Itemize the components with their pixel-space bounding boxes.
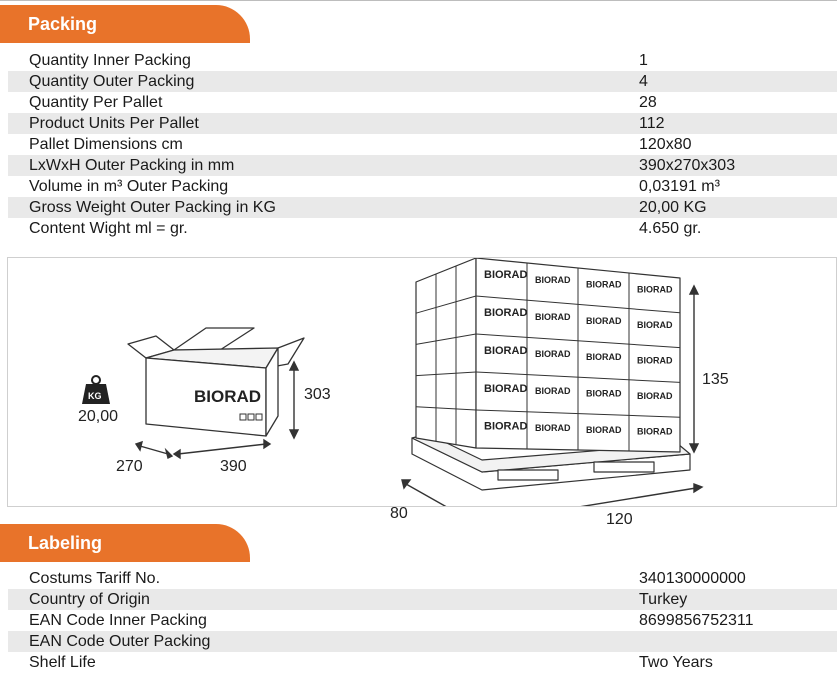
- carton-brand-logo: BIORAD: [484, 421, 527, 433]
- table-row: Country of Origin Turkey: [8, 589, 837, 610]
- pallet-depth-arrow: [405, 483, 447, 506]
- table-row: Shelf Life Two Years: [8, 652, 837, 673]
- carton-divider: [415, 371, 477, 377]
- carton-divider: [415, 406, 477, 411]
- carton-divider: [475, 295, 681, 314]
- carton-brand-logo: BIORAD: [535, 423, 571, 433]
- weight-unit-label: KG: [88, 391, 102, 401]
- pallet-length-label: 120: [606, 511, 633, 528]
- table-row: Volume in m³ Outer Packing 0,03191 m³: [8, 176, 837, 197]
- row-label: Content Wight ml = gr.: [29, 220, 188, 237]
- table-row: Content Wight ml = gr. 4.650 gr.: [8, 218, 837, 239]
- row-label: EAN Code Outer Packing: [29, 633, 211, 650]
- labeling-table: Costums Tariff No. 340130000000 Country o…: [8, 568, 837, 673]
- row-label: Quantity Outer Packing: [29, 73, 195, 90]
- weight-value: 20,00: [78, 408, 119, 425]
- table-row: Gross Weight Outer Packing in KG 20,00 KG: [8, 197, 837, 218]
- section-tab-labeling: Labeling: [0, 524, 250, 562]
- row-value: 8699856752311: [639, 612, 754, 629]
- pallet-stack-side: [415, 258, 477, 449]
- pallet-length-arrow: [580, 487, 697, 506]
- row-value: 120x80: [639, 136, 692, 153]
- row-label: Product Units Per Pallet: [29, 115, 199, 132]
- carton-divider: [415, 333, 477, 345]
- carton-brand-logo: BIORAD: [637, 320, 673, 330]
- pallet-drawing: BIORAD BIORAD BIORAD BIORAD BIORAD BIORAD BIOR…: [401, 258, 704, 506]
- row-value: Turkey: [639, 591, 688, 608]
- row-label: Gross Weight Outer Packing in KG: [29, 199, 276, 216]
- carton-brand-logo: BIORAD: [586, 280, 622, 290]
- row-label: Country of Origin: [29, 591, 150, 608]
- carton-brand-logo: BIORAD: [586, 388, 622, 398]
- row-value: 390x270x303: [639, 157, 736, 174]
- row-value: 1: [639, 52, 648, 69]
- section-tab-packing: Packing: [0, 5, 250, 43]
- row-value: 28: [639, 94, 657, 111]
- carton-divider: [415, 295, 477, 314]
- box-symbol-icon: [255, 413, 263, 421]
- carton-divider: [475, 371, 681, 383]
- box-flap-back: [173, 327, 255, 351]
- row-value: 112: [639, 115, 665, 132]
- box-brand-logo: BIORAD: [194, 387, 261, 406]
- carton-brand-logo: BIORAD: [637, 284, 673, 294]
- row-label: EAN Code Inner Packing: [29, 612, 207, 629]
- carton-brand-logo: BIORAD: [484, 307, 527, 319]
- carton-brand-logo: BIORAD: [586, 352, 622, 362]
- row-label: Volume in m³ Outer Packing: [29, 178, 229, 195]
- carton-brand-logo: BIORAD: [535, 386, 571, 396]
- carton-brand-logo: BIORAD: [637, 355, 673, 365]
- table-row: LxWxH Outer Packing in mm 390x270x303: [8, 155, 837, 176]
- carton-brand-logo: BIORAD: [484, 383, 527, 395]
- packing-table: Quantity Inner Packing 1 Quantity Outer P…: [8, 50, 837, 239]
- table-row: Quantity Per Pallet 28: [8, 92, 837, 113]
- row-value: 4.650 gr.: [639, 220, 702, 237]
- top-divider: [0, 0, 837, 1]
- carton-divider: [475, 333, 681, 349]
- row-value: 0,03191 m³: [639, 178, 720, 195]
- table-row: EAN Code Outer Packing: [8, 631, 837, 652]
- carton-brand-logo: BIORAD: [637, 426, 673, 436]
- row-label: LxWxH Outer Packing in mm: [29, 157, 235, 174]
- table-row: Costums Tariff No. 340130000000: [8, 568, 837, 589]
- row-value: 340130000000: [639, 570, 746, 587]
- box-symbol-icon: [239, 413, 247, 421]
- row-label: Quantity Inner Packing: [29, 52, 191, 69]
- box-side-face: [265, 347, 279, 437]
- pallet-slot: [593, 461, 655, 473]
- table-row: Quantity Outer Packing 4: [8, 71, 837, 92]
- packaging-illustration: BIORAD KG 303 270 390 20,00: [7, 257, 837, 528]
- box-width-label: 270: [116, 458, 143, 475]
- box-length-label: 390: [220, 458, 247, 475]
- box-height-label: 303: [304, 386, 331, 403]
- box-symbol-icon: [247, 413, 255, 421]
- carton-brand-logo: BIORAD: [484, 269, 527, 281]
- box-length-arrow: [177, 443, 267, 455]
- row-value: Two Years: [639, 654, 713, 671]
- weight-icon: [82, 375, 110, 404]
- carton-brand-logo: BIORAD: [637, 391, 673, 401]
- carton-brand-logo: BIORAD: [484, 345, 527, 357]
- pallet-height-label: 135: [702, 371, 729, 388]
- row-label: Shelf Life: [29, 654, 96, 671]
- carton-brand-logo: BIORAD: [535, 312, 571, 322]
- row-label: Costums Tariff No.: [29, 570, 161, 587]
- carton-divider: [475, 409, 681, 418]
- box-width-arrow: [139, 445, 169, 455]
- carton-brand-logo: BIORAD: [586, 425, 622, 435]
- row-label: Quantity Per Pallet: [29, 94, 163, 111]
- table-row: EAN Code Inner Packing 8699856752311: [8, 610, 837, 631]
- table-row: Quantity Inner Packing 1: [8, 50, 837, 71]
- carton-brand-logo: BIORAD: [586, 316, 622, 326]
- carton-brand-logo: BIORAD: [535, 349, 571, 359]
- row-label: Pallet Dimensions cm: [29, 136, 183, 153]
- pallet-depth-label: 80: [390, 505, 408, 522]
- row-value: 4: [639, 73, 648, 90]
- row-value: 20,00 KG: [639, 199, 707, 216]
- carton-brand-logo: BIORAD: [535, 275, 571, 285]
- carton-box-drawing: BIORAD KG: [82, 327, 305, 460]
- table-row: Product Units Per Pallet 112: [8, 113, 837, 134]
- table-row: Pallet Dimensions cm 120x80: [8, 134, 837, 155]
- pallet-slot: [497, 469, 559, 481]
